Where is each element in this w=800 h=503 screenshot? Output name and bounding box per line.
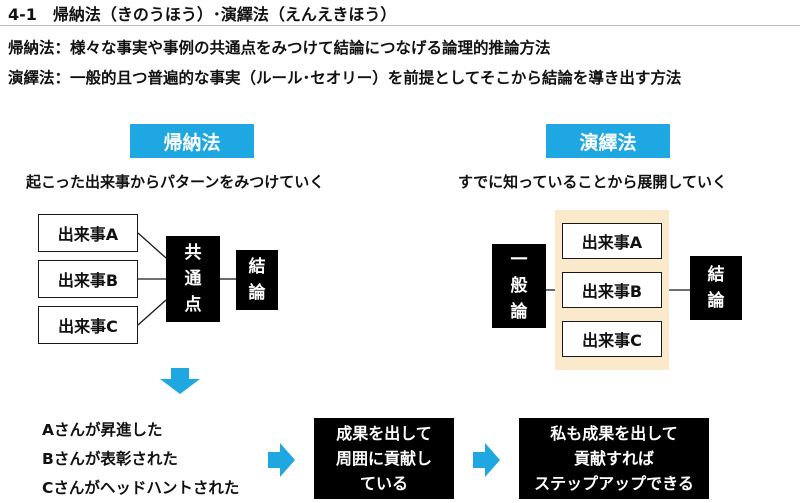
deduction-subtitle: すでに知っていることから展開していく: [458, 173, 727, 191]
deduction-event-b: 出来事B: [562, 272, 662, 308]
general-char-1: 一: [510, 250, 528, 270]
induction-header: 帰納法: [130, 124, 254, 158]
deduction-conclusion-char-2: 論: [707, 291, 725, 311]
deduction-header: 演繹法: [546, 124, 670, 158]
induction-event-a: 出来事A: [38, 214, 138, 252]
induction-event-c: 出来事C: [38, 306, 138, 344]
result2-line-2: 貢献すれば: [573, 449, 654, 468]
general-char-3: 論: [510, 302, 528, 322]
final-result-box: 私も成果を出して 貢献すれば ステップアップできる: [519, 418, 709, 499]
title-divider: [0, 25, 800, 26]
result1-line-1: 成果を出して: [336, 424, 432, 443]
examples-list: Aさんが昇進した Bさんが表彰された Cさんがヘッドハントされた: [42, 416, 239, 503]
general-theory-box: 一 般 論: [492, 244, 546, 328]
result2-line-1: 私も成果を出して: [550, 424, 678, 443]
example-a: Aさんが昇進した: [42, 421, 163, 439]
induction-conclusion-char-2: 論: [248, 283, 266, 303]
deduction-conclusion-char-1: 結: [707, 265, 725, 285]
common-points-box: 共 通 点: [166, 236, 220, 322]
induction-conclusion-char-1: 結: [248, 257, 266, 277]
connector-c-common: [137, 299, 167, 326]
down-arrow-icon: [160, 368, 200, 394]
intermediate-result-box: 成果を出して 周囲に貢献し ている: [314, 418, 454, 499]
common-char-2: 通: [184, 269, 202, 289]
general-char-2: 般: [510, 276, 528, 296]
right-arrow-icon-2: [473, 443, 500, 477]
induction-event-b: 出来事B: [38, 260, 138, 298]
deduction-event-a: 出来事A: [562, 223, 662, 259]
deduction-event-c: 出来事C: [562, 321, 662, 357]
result1-line-3: ている: [359, 474, 408, 493]
result1-line-2: 周囲に貢献し: [335, 449, 432, 468]
page-title: 4-1 帰納法（きのうほう）･演繹法（えんえきほう）: [8, 5, 397, 24]
common-char-3: 点: [184, 295, 202, 315]
induction-conclusion-box: 結 論: [236, 250, 278, 310]
common-char-1: 共: [184, 243, 202, 263]
induction-subtitle: 起こった出来事からパターンをみつけていく: [26, 173, 325, 191]
example-c: Cさんがヘッドハントされた: [42, 479, 240, 497]
right-arrow-icon-1: [268, 443, 295, 477]
deductive-definition: 演繹法：一般的且つ普遍的な事実（ルール･セオリー）を前提としてそこから結論を導き…: [8, 69, 682, 87]
connector-a-common: [137, 232, 167, 259]
example-b: Bさんが表彰された: [42, 450, 178, 468]
deduction-conclusion-box: 結 論: [690, 256, 742, 320]
result2-line-3: ステップアップできる: [534, 474, 694, 493]
inductive-definition: 帰納法：様々な事実や事例の共通点をみつけて結論につなげる論理的推論方法: [8, 39, 551, 57]
